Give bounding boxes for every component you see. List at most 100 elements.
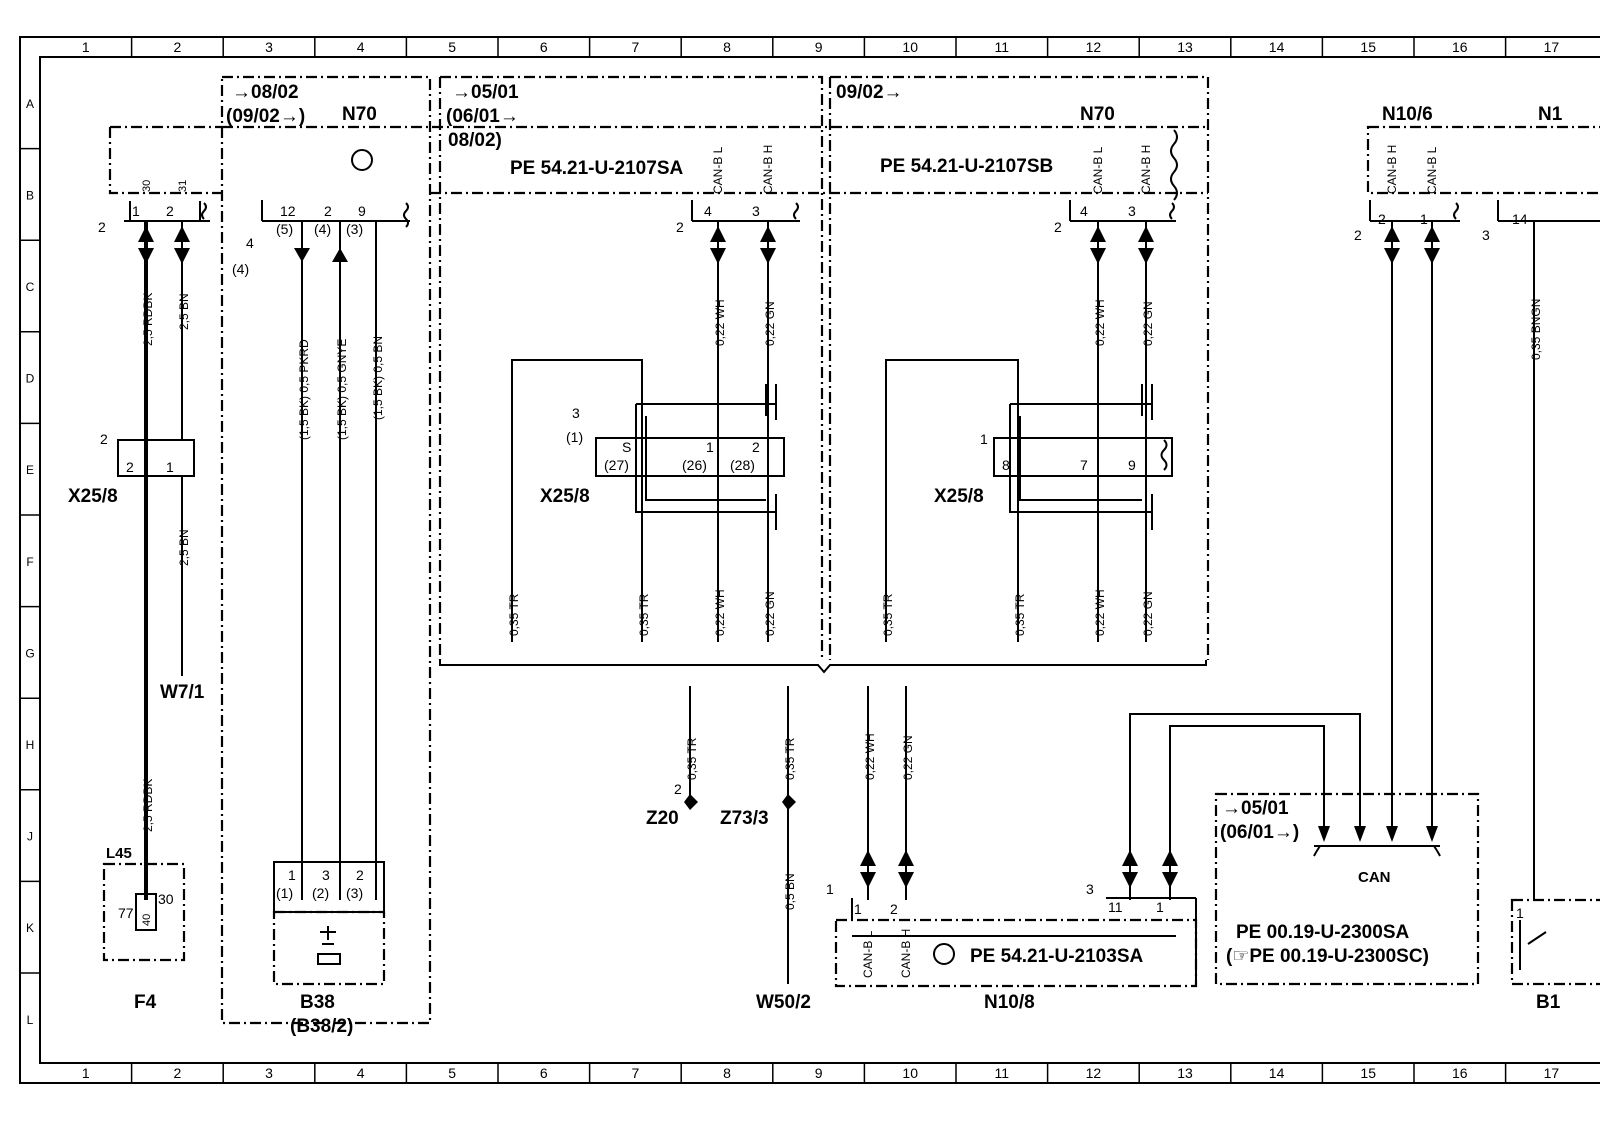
grid-column-label: 13 [1177, 1065, 1193, 1081]
x25-8-left-connector [117, 439, 195, 477]
pin-label: 12 [280, 203, 296, 219]
pin-label: 2 [1054, 219, 1062, 235]
label-x25-8-right: X25/8 [934, 486, 984, 507]
grid-column-label: 2 [174, 39, 182, 55]
f4-connector-box [108, 125, 222, 195]
pin-label: S [622, 439, 631, 455]
pin-name-can-l: CAN-B L [711, 146, 725, 194]
l45-box [102, 862, 186, 962]
n10-6-box [1366, 125, 1600, 195]
pin-label: 2 [356, 867, 364, 883]
pin-label: 2 [1354, 227, 1362, 243]
pin-label: 1 [1156, 899, 1164, 915]
pin-label: 3 [572, 405, 580, 421]
pin-label: 1 [166, 459, 174, 475]
wire-label: 2,5 RDBK [141, 779, 155, 832]
can-module-box [1214, 792, 1480, 986]
grid-row-label: H [26, 738, 35, 752]
grid-column-label: 10 [902, 1065, 918, 1081]
label-b1-partial: B1 [1536, 992, 1561, 1013]
label-w50-2: W50/2 [756, 992, 811, 1013]
label-b38: B38 [300, 992, 335, 1013]
grid-column-label: 10 [902, 39, 918, 55]
label-n70-left-range: (09/02→) [226, 106, 305, 127]
pin-label: 8 [1002, 457, 1010, 473]
grid-column-label: 5 [448, 39, 456, 55]
n70-right-box [828, 75, 1210, 660]
grid-column-label: 16 [1452, 39, 1468, 55]
grid-column-label: 15 [1360, 39, 1376, 55]
connector-symbols [138, 226, 1440, 888]
pin-label: 1 [1516, 905, 1524, 921]
grid-row-label: D [26, 372, 35, 386]
wire-label: 0,35 BNGN [1529, 299, 1543, 360]
wire-label: 0,22 WH [863, 733, 877, 780]
pin-label: 1 [706, 439, 714, 455]
grid-column-label: 14 [1269, 1065, 1285, 1081]
b38-box [272, 910, 386, 986]
grid-column-label: 12 [1086, 1065, 1102, 1081]
label-n10-6: N10/6 [1382, 104, 1433, 125]
pin-label: 2 [126, 459, 134, 475]
pin-name-can-l: CAN-B L [1425, 146, 1439, 194]
grid-column-label: 3 [265, 39, 273, 55]
pin-label: (1) [276, 885, 293, 901]
label-n70-mid-date3: 08/02) [448, 130, 502, 151]
grid-column-label: 8 [723, 1065, 731, 1081]
grid-row-label: F [26, 555, 33, 569]
wire-label: 0,5 BN [783, 873, 797, 910]
grid-column-label: 9 [815, 1065, 823, 1081]
pin-label: 4 [704, 203, 712, 219]
grid-column-label: 7 [632, 39, 640, 55]
grid-row-label: L [27, 1013, 34, 1027]
n70-left-box [220, 75, 432, 1025]
pin-label: 3 [1128, 203, 1136, 219]
grid-column-label: 6 [540, 1065, 548, 1081]
pin-label: 30 [141, 180, 153, 192]
pin-label: 2 [100, 431, 108, 447]
label-can-box-range: (06/01→) [1220, 822, 1299, 843]
pin-label: 1 [288, 867, 296, 883]
pin-label: (28) [730, 457, 755, 473]
b1-box [1510, 898, 1600, 986]
label-n70-left-from: →08/02 [232, 82, 299, 103]
wire-label: (1,5 BK) 0,5 GNYE [335, 339, 349, 440]
pin-label: (3) [346, 885, 363, 901]
label-n70-mid-date1: →05/01 [452, 82, 519, 103]
label-n70-left: N70 [342, 104, 377, 125]
label-pe-2300sa: PE 00.19-U-2300SA [1236, 922, 1409, 943]
pin-label: 1 [826, 881, 834, 897]
pin-label: 1 [854, 901, 862, 917]
pin-label: 7 [1080, 457, 1088, 473]
pin-label: 11 [1108, 899, 1123, 915]
label-n70-right: N70 [1080, 104, 1115, 125]
wire-label: 0,22 WH [713, 299, 727, 346]
pin-label: 2 [890, 901, 898, 917]
wire-label: 0,35 TR [507, 593, 521, 636]
wire-label: 0,22 WH [1093, 299, 1107, 346]
pin-label: (26) [682, 457, 707, 473]
grid-column-label: 4 [357, 1065, 365, 1081]
pin-label: 2 [676, 219, 684, 235]
grid-column-label: 1 [82, 39, 90, 55]
grid-column-label: 17 [1544, 39, 1560, 55]
pin-label: 2 [166, 203, 174, 219]
label-w7-1: W7/1 [160, 682, 205, 703]
label-pe-2107sb: PE 54.21-U-2107SB [880, 156, 1053, 177]
wire-label: 0,35 TR [685, 737, 699, 780]
label-x25-8-left: X25/8 [68, 486, 118, 507]
x25-8-mid-connector [595, 437, 785, 477]
grid-column-label: 6 [540, 39, 548, 55]
pin-label: 3 [752, 203, 760, 219]
grid-column-label: 13 [1177, 39, 1193, 55]
grid-column-label: 2 [174, 1065, 182, 1081]
pin-label: 1 [980, 431, 988, 447]
pin-label: 40 [141, 914, 153, 926]
grid-ruler: 1122334455667788991010111112121313141415… [20, 37, 1559, 1083]
label-can: CAN [1358, 869, 1391, 886]
grid-row-label: C [26, 280, 35, 294]
grid-column-label: 11 [995, 39, 1010, 55]
label-pe-2300sc: (☞PE 00.19-U-2300SC) [1226, 946, 1429, 967]
grid-column-label: 3 [265, 1065, 273, 1081]
